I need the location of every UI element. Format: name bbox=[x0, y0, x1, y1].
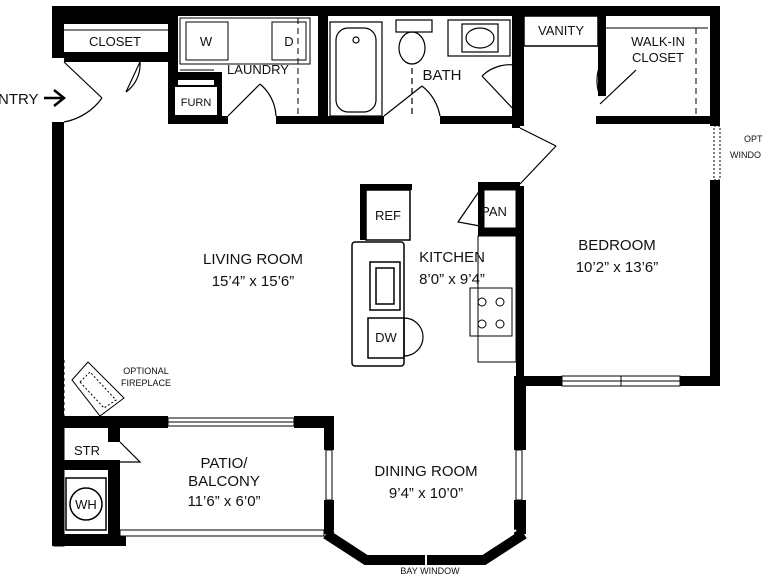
kitchen-island bbox=[351, 241, 405, 367]
opt-window-label-line1: OPT bbox=[744, 134, 763, 144]
fireplace-label-line1: OPTIONAL bbox=[123, 366, 169, 376]
bath-sink bbox=[411, 19, 511, 116]
patio-name-line1: PATIO/ bbox=[201, 455, 249, 472]
room-labels: LIVING ROOM 15’4” x 15’6” KITCHEN 8’0” x… bbox=[89, 34, 685, 510]
fireplace-label-line2: FIREPLACE bbox=[121, 378, 171, 388]
living-room-size: 15’4” x 15’6” bbox=[212, 273, 295, 290]
pantry-box bbox=[483, 189, 517, 229]
fireplace bbox=[63, 360, 125, 417]
water-heater-label: WH bbox=[75, 497, 97, 512]
vanity-label: VANITY bbox=[538, 23, 584, 38]
patio-size: 11’6” x 6’0” bbox=[187, 493, 260, 510]
dining-room-name: DINING ROOM bbox=[374, 463, 477, 480]
door-swings bbox=[63, 57, 637, 463]
entry-arrow-icon bbox=[44, 89, 67, 107]
kitchen-name: KITCHEN bbox=[419, 249, 485, 266]
water-heater bbox=[65, 477, 107, 531]
furnace-label: FURN bbox=[181, 97, 212, 109]
bay-window-label: BAY WINDOW bbox=[400, 566, 460, 576]
bedroom-size: 10’2” x 13’6” bbox=[576, 259, 659, 276]
fixture-labels: W D FURN VANITY REF PAN DW STR WH bbox=[74, 23, 584, 512]
washer-dryer bbox=[179, 17, 311, 116]
walk-in-closet-line1: WALK-IN bbox=[631, 34, 685, 49]
dining-room-size: 9’4” x 10’0” bbox=[389, 485, 463, 502]
living-room-name: LIVING ROOM bbox=[203, 251, 303, 268]
windows bbox=[53, 125, 721, 547]
opt-window-label-line2: WINDO bbox=[730, 150, 761, 160]
toilet bbox=[395, 19, 433, 65]
fridge-label: REF bbox=[375, 208, 401, 223]
entry-label: NTRY bbox=[0, 91, 39, 108]
dryer-label: D bbox=[284, 34, 293, 49]
bath-name: BATH bbox=[423, 67, 462, 84]
fridge bbox=[365, 189, 411, 241]
stove bbox=[469, 235, 517, 363]
storage-label: STR bbox=[74, 443, 100, 458]
patio-name-line2: BALCONY bbox=[188, 473, 260, 490]
annotation-labels: NTRY OPTIONAL FIREPLACE BAY WINDOW OPT W… bbox=[0, 91, 763, 576]
furnace-box bbox=[173, 85, 219, 117]
dishwasher-label: DW bbox=[375, 330, 397, 345]
vanity-box bbox=[523, 15, 599, 47]
laundry-name: LAUNDRY bbox=[227, 62, 289, 77]
closet-name: CLOSET bbox=[89, 34, 141, 49]
pantry-label: PAN bbox=[481, 204, 507, 219]
bathtub bbox=[329, 21, 383, 117]
walk-in-closet-line2: CLOSET bbox=[632, 50, 684, 65]
kitchen-size: 8’0” x 9’4” bbox=[419, 271, 485, 288]
bedroom-name: BEDROOM bbox=[578, 237, 656, 254]
bay-window bbox=[323, 529, 527, 566]
washer-label: W bbox=[200, 34, 213, 49]
walk-in-shelving bbox=[606, 27, 708, 116]
